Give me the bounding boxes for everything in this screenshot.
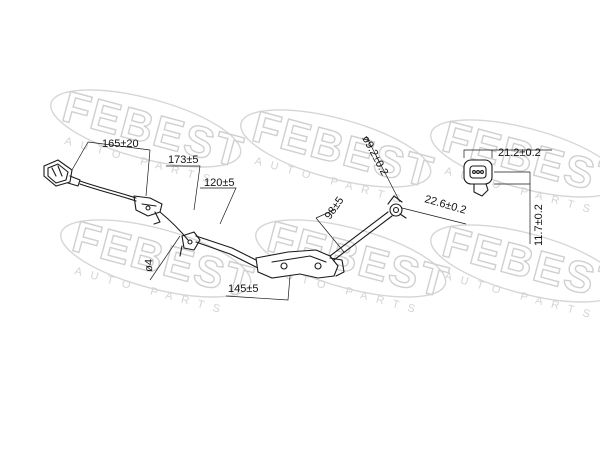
- dim-label-165: 165±20: [102, 138, 139, 150]
- cable-1: [79, 180, 137, 199]
- cable-2: [159, 211, 189, 241]
- cable-1b: [79, 183, 137, 202]
- mounting-bracket: [255, 249, 345, 279]
- dim-label-212: 21.2±0.2: [498, 147, 541, 159]
- connector-detail: [463, 159, 493, 197]
- link-rod-b: [333, 215, 393, 261]
- bracket-2: [179, 231, 201, 257]
- dim-label-98: 98±5: [323, 195, 347, 222]
- dim-label-226: 22.6±0.2: [423, 193, 467, 216]
- dim-label-117: 11.7±0.2: [533, 204, 545, 246]
- dim-label-145: 145±5: [228, 283, 259, 295]
- watermark-4: FEBEST AUTO PARTS: [60, 212, 260, 318]
- dim-label-dia4: ø4: [143, 259, 155, 272]
- connector-left: [43, 159, 81, 187]
- link-rod: [329, 211, 389, 257]
- sensor-assembly: [43, 159, 493, 279]
- dim-label-120: 120±5: [204, 177, 235, 189]
- watermark-1: FEBEST AUTO PARTS: [50, 82, 250, 188]
- dim-label-173: 173±5: [168, 154, 199, 166]
- dimension-lines: [71, 135, 552, 301]
- watermark-layer: FEBEST AUTO PARTS FEBEST AUTO PARTS FEBE…: [50, 82, 600, 323]
- bracket-1: [133, 195, 163, 225]
